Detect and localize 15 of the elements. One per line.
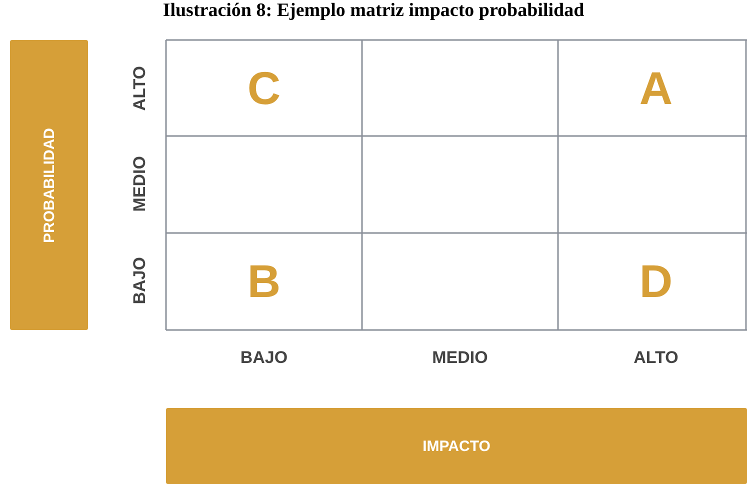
axis-bar [166, 408, 747, 484]
row-label: BAJO [130, 257, 150, 305]
axis-bar [10, 40, 88, 330]
axis-title: PROBABILIDAD [40, 128, 58, 242]
column-label: BAJO [240, 348, 288, 368]
axis-title: IMPACTO [422, 438, 490, 454]
column-label: MEDIO [432, 348, 488, 368]
quadrant-letter: D [639, 258, 673, 304]
title: Ilustración 8: Ejemplo matriz impacto probabilidad [162, 0, 586, 22]
quadrant-letter: B [247, 258, 281, 304]
quadrant-letter: C [247, 65, 281, 111]
row-label: ALTO [130, 66, 150, 110]
column-label: ALTO [634, 348, 678, 368]
row-label: MEDIO [130, 156, 150, 212]
quadrant-letter: A [639, 65, 673, 111]
